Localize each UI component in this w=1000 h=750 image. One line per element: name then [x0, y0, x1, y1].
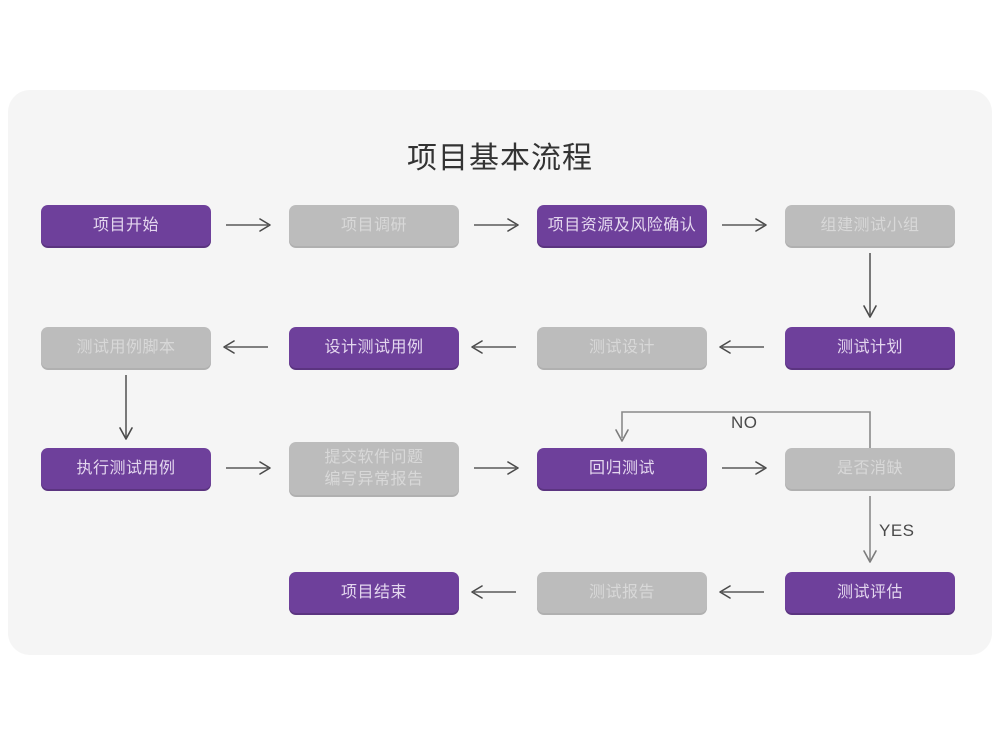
node-test-evaluation[interactable]: 测试评估 [785, 572, 955, 613]
edge-label-no: NO [731, 413, 758, 432]
node-defects-cleared-decision[interactable]: 是否消缺 [785, 448, 955, 489]
node-design-test-case[interactable]: 设计测试用例 [289, 327, 459, 368]
node-test-case-script[interactable]: 测试用例脚本 [41, 327, 211, 368]
node-test-report[interactable]: 测试报告 [537, 572, 707, 613]
node-regression-test[interactable]: 回归测试 [537, 448, 707, 489]
node-build-test-team[interactable]: 组建测试小组 [785, 205, 955, 246]
node-resource-risk-confirm[interactable]: 项目资源及风险确认 [537, 205, 707, 246]
node-project-survey[interactable]: 项目调研 [289, 205, 459, 246]
node-execute-test-case[interactable]: 执行测试用例 [41, 448, 211, 489]
node-test-design[interactable]: 测试设计 [537, 327, 707, 368]
flowchart-card [8, 90, 992, 655]
node-project-start[interactable]: 项目开始 [41, 205, 211, 246]
node-test-plan[interactable]: 测试计划 [785, 327, 955, 368]
node-project-end[interactable]: 项目结束 [289, 572, 459, 613]
page-title: 项目基本流程 [407, 142, 593, 175]
node-submit-issue-write-report[interactable]: 提交软件问题 编写异常报告 [289, 442, 459, 495]
edge-label-yes: YES [879, 521, 915, 540]
